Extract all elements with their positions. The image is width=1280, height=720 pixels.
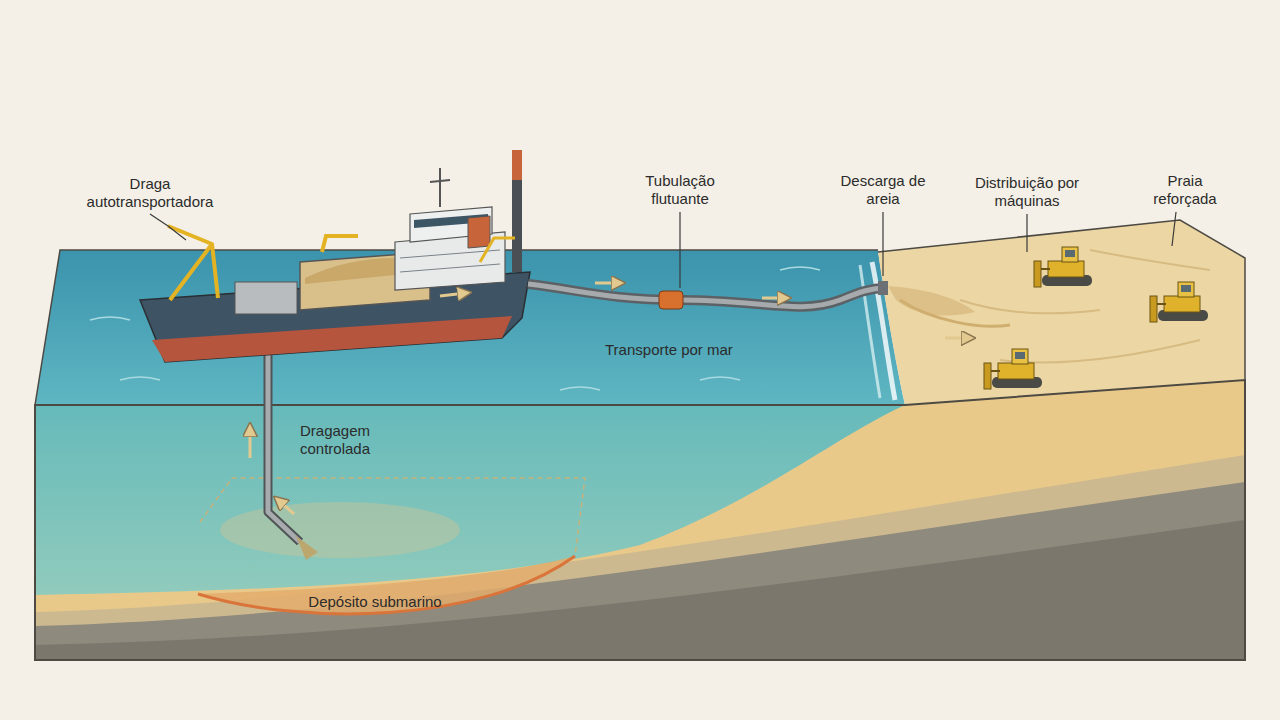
flow-arrows-part [595,282,620,285]
beach-surface-part [960,250,1210,363]
dredger-ship [140,150,530,362]
dredger-ship-part [512,150,522,272]
dredger-ship-part [480,238,515,262]
water-cross-section-part [220,502,460,558]
drag-pipe-part [296,536,318,560]
water-cross-section-part [200,478,585,556]
ground-cross-section [35,380,1245,660]
bulldozers-part [984,349,1042,389]
callout-label: Descarga de areia [833,172,933,208]
flow-arrows-part [440,293,466,296]
flow-arrows-part [945,337,970,340]
dredger-ship-part [168,226,218,300]
ground-cross-section-part [35,380,1245,660]
leader-lines-part [150,214,186,240]
floating-pipe [528,281,888,309]
sand-discharge-part [900,300,1010,326]
water-cross-section [35,405,905,595]
dredger-ship-part [152,316,512,362]
block-outline [35,220,1245,660]
callout-label: Tubulação flutuante [624,172,736,208]
floating-pipe-part [659,291,683,309]
callout-label: Distribuição por máquinas [965,174,1090,210]
sand-deposit [198,556,575,614]
leader-lines-part [1026,214,1027,252]
bulldozers-part [1150,282,1208,322]
flow-arrows-part [249,428,252,458]
floating-pipe-part [528,284,886,307]
sand-deposit-part [198,556,575,614]
block-outline-part [35,380,1245,660]
callout-label: Transporte por mar [605,341,755,359]
bulldozers-part [1034,247,1092,287]
dredger-ship-part [512,150,522,180]
water-cross-section-part [35,405,905,595]
flow-arrows-part [762,297,786,300]
leader-lines [150,212,1176,288]
leader-lines-part [1172,212,1176,246]
leader-lines-part [882,212,883,276]
dredger-ship-part [468,216,490,248]
flow-arrows-part [278,500,294,514]
block-outline-part [35,220,1245,405]
callout-label: Praia reforçada [1144,172,1226,208]
dredger-ship-part [322,236,358,252]
region-label: Depósito submarino [290,593,460,611]
beach-surface [878,220,1245,405]
beach-surface-part [878,220,1245,405]
dredger-ship-part [235,282,297,314]
dredger-ship-part [439,168,441,207]
sand-discharge [888,286,1010,326]
floating-pipe-part [878,281,888,295]
callout-label: Dragagem controlada [300,422,410,458]
dredger-ship-part [430,180,450,182]
flow-arrows [250,283,970,514]
floating-pipe-part [528,284,886,307]
callout-label: Draga autotransportadora [68,175,233,211]
sand-deposit-part [198,556,575,614]
leader-lines-part [679,212,680,288]
bulldozers [984,247,1208,389]
